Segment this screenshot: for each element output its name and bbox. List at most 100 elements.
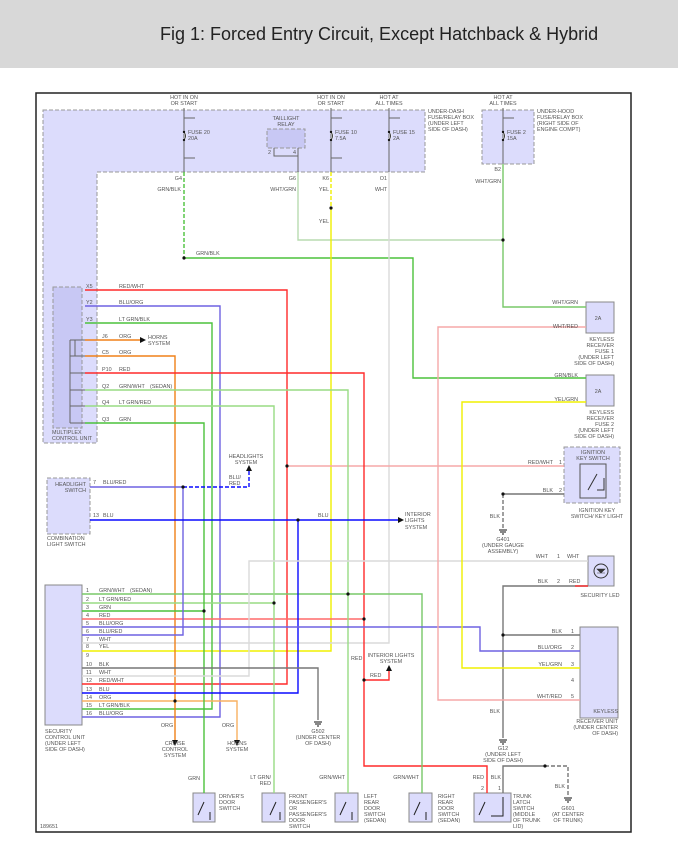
switch-label: PASSENGER'S [289,812,327,818]
label: HOT AT [380,95,400,101]
svg-text:14: 14 [86,695,92,701]
wire-label: LT GRN/BLK [119,317,150,323]
ignition-switch-icon [587,473,605,491]
label: HOT IN ON [170,95,198,101]
pin-id: 1 [571,629,574,635]
pin-id: 2 [559,488,562,494]
svg-text:10: 10 [86,662,92,668]
ground-icons [314,529,572,803]
wire-label: GRN [119,417,131,423]
wire-red-interior-lights [364,670,390,681]
labels: HOT IN ON OR START HOT IN ON OR START HO… [40,95,624,830]
switch-label: SWITCH [289,824,310,830]
pin-id: Q4 [102,400,109,406]
wire-red-p10 [85,372,488,793]
fuse-rating: 20A [188,136,198,142]
horns-system-label: SYSTEM [148,341,171,347]
wire-blu-red-headlights [183,470,250,488]
wire-blk-trunk [502,765,545,793]
wire-label: LT GRN/RED [119,400,151,406]
wire-label: RED/WHT [528,460,554,466]
keyless-receiver-fuse-1 [585,301,615,334]
interior-lights-lower-arrow-icon [386,665,392,671]
pin-id: 2 [571,645,574,651]
wire-label: BLU/RED [103,480,126,486]
led-diode-icon [596,568,606,574]
wire-label: BLK [543,488,554,494]
pin-id: 3 [571,662,574,668]
pin-id: 4 [571,678,574,684]
receiver-label: RECEIVER UNIT [576,719,618,725]
pin-id: 1 [557,554,560,560]
svg-text:RED: RED [99,613,110,619]
switch-label: DOOR [289,818,305,824]
interior-lights-label: INTERIOR LIGHTS [368,653,415,659]
pin-id: 7 [93,480,96,486]
relay-label: RELAY [277,122,295,128]
receiver-label: (UNDER CENTER [573,725,618,731]
multiplex-label: CONTROL UNIT [52,436,93,442]
switch-label: (SEDAN) [438,818,460,824]
fuse-symbols [182,130,506,142]
wire-label: BLK [538,579,549,585]
wire-label: BLK [552,629,563,635]
fuse-rating: 2A [595,389,602,395]
svg-text:GRN/WHT: GRN/WHT [99,588,125,594]
relay-label: TAILLIGHT [273,116,301,122]
wire-grn-blk-to-fuse2 [184,257,586,379]
switch-label: SWITCH [438,812,459,818]
svg-text:13: 13 [86,687,92,693]
g502-ground-icon [314,721,322,727]
svg-text:3: 3 [86,605,89,611]
wire-label: WHT/RED [537,694,562,700]
ground-label: G601 [561,806,574,812]
wire-blk-g12 [502,585,588,738]
svg-text:12: 12 [86,678,92,684]
pin-id: 2 [557,579,560,585]
svg-text:9: 9 [86,653,89,659]
switch-label: DOOR [438,806,454,812]
wire-label: BLK [490,514,501,520]
svg-text:2: 2 [86,597,89,603]
switch-inner-label: HEADLIGHT [55,482,87,488]
connector-id: K6 [322,176,329,182]
wire-label: GRN/BLK [554,373,578,379]
label: ALL TIMES [375,101,403,107]
wire-label: ORG [161,723,173,729]
connector-id: G4 [175,176,182,182]
switch-label: (SEDAN) [364,818,386,824]
ground-label: (UNDER LEFT [485,752,521,758]
arrow-icons [140,337,404,746]
left-rear-door-switch [334,792,359,823]
wire-blu-red-pin7 [82,486,184,636]
pin-id: 13 [93,513,99,519]
wire-label: BLU [103,513,114,519]
fuse-label: KEYLESS [589,337,614,343]
wire-label: WHT [375,187,388,193]
fuse-label: FUSE 2 [595,422,614,428]
horns-lower-arrow-icon [234,740,240,746]
cruise-arrow-icon [172,740,178,746]
cruise-label: CONTROL [162,747,188,753]
switch-label: OF TRUNK [513,818,541,824]
label: OR START [318,101,345,107]
junction-dots [173,206,547,768]
fuse-label: (UNDER LEFT [578,355,614,361]
wire-lt-grn-blk-y3 [82,322,213,710]
switch-label: LEFT [364,794,378,800]
wire-label: BLU/ [229,475,241,481]
wire-label: RED [260,781,271,787]
pin-id: J6 [102,334,108,340]
fuse-label: KEYLESS [589,410,614,416]
ground-label: (UNDER CENTER [296,735,341,741]
pin-id: Y2 [86,300,93,306]
fuse-label: SIDE OF DASH) [574,434,614,440]
switch-label: DOOR [219,800,235,806]
pin-id: Q2 [102,384,109,390]
switch-label: SWITCH [513,806,534,812]
pin-id: 2 [481,786,484,792]
wire-label: ORG [222,723,234,729]
wire-label: WHT/GRN [270,187,296,193]
fuse-rating: 7.5A [335,136,346,142]
receiver-label: KEYLESS [593,709,618,715]
